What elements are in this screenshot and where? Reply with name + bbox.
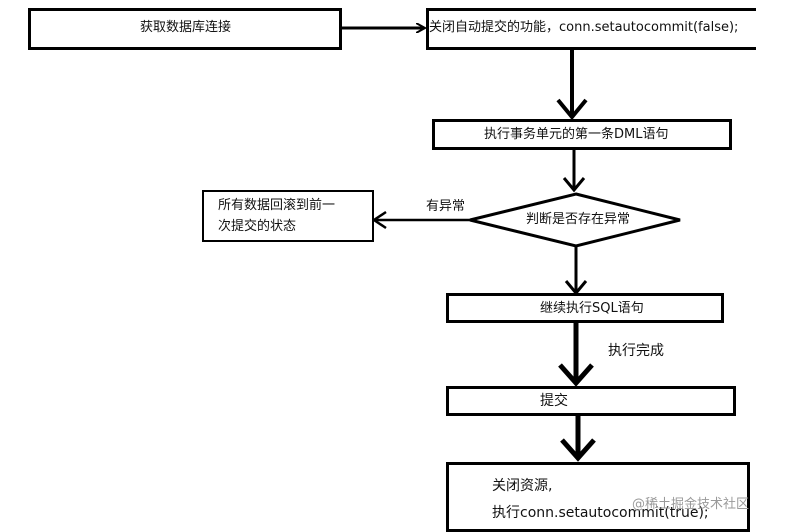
node-commit [446, 386, 736, 416]
edge-label-execution-done: 执行完成 [608, 343, 664, 359]
node-decision-label: 判断是否存在异常 [526, 212, 631, 227]
node-first-dml [432, 119, 732, 150]
arrowhead-decision-to-rollback [371, 210, 387, 230]
node-close-resources-label-line1: 关闭资源, [492, 478, 553, 494]
node-rollback-label-line2: 次提交的状态 [218, 219, 297, 234]
watermark: @稀土掘金技术社区 [632, 497, 750, 512]
arrowhead-continue-to-commit [558, 363, 594, 387]
node-close-resources [446, 462, 750, 532]
node-get-connection-label: 获取数据库连接 [140, 20, 232, 35]
node-close-resources-label-line2: 执行conn.setautocommit(true); [492, 505, 709, 521]
node-disable-autocommit-label: 关闭自动提交的功能，conn.setautocommit(false); [429, 20, 739, 35]
node-rollback [202, 190, 374, 242]
node-commit-label: 提交 [540, 393, 568, 409]
node-get-connection [28, 8, 342, 50]
node-disable-autocommit [426, 8, 756, 50]
node-continue-sql-label: 继续执行SQL语句 [540, 301, 644, 316]
arrowhead-autocommit-to-dml [556, 98, 588, 121]
node-first-dml-label: 执行事务单元的第一条DML语句 [484, 127, 669, 142]
node-rollback-label-line1: 所有数据回滚到前一 [218, 198, 336, 213]
arrowhead-dml-to-decision [562, 177, 586, 193]
edge-label-has-exception: 有异常 [426, 199, 466, 214]
node-continue-sql [446, 293, 724, 323]
arrowhead-commit-to-close [560, 438, 596, 462]
